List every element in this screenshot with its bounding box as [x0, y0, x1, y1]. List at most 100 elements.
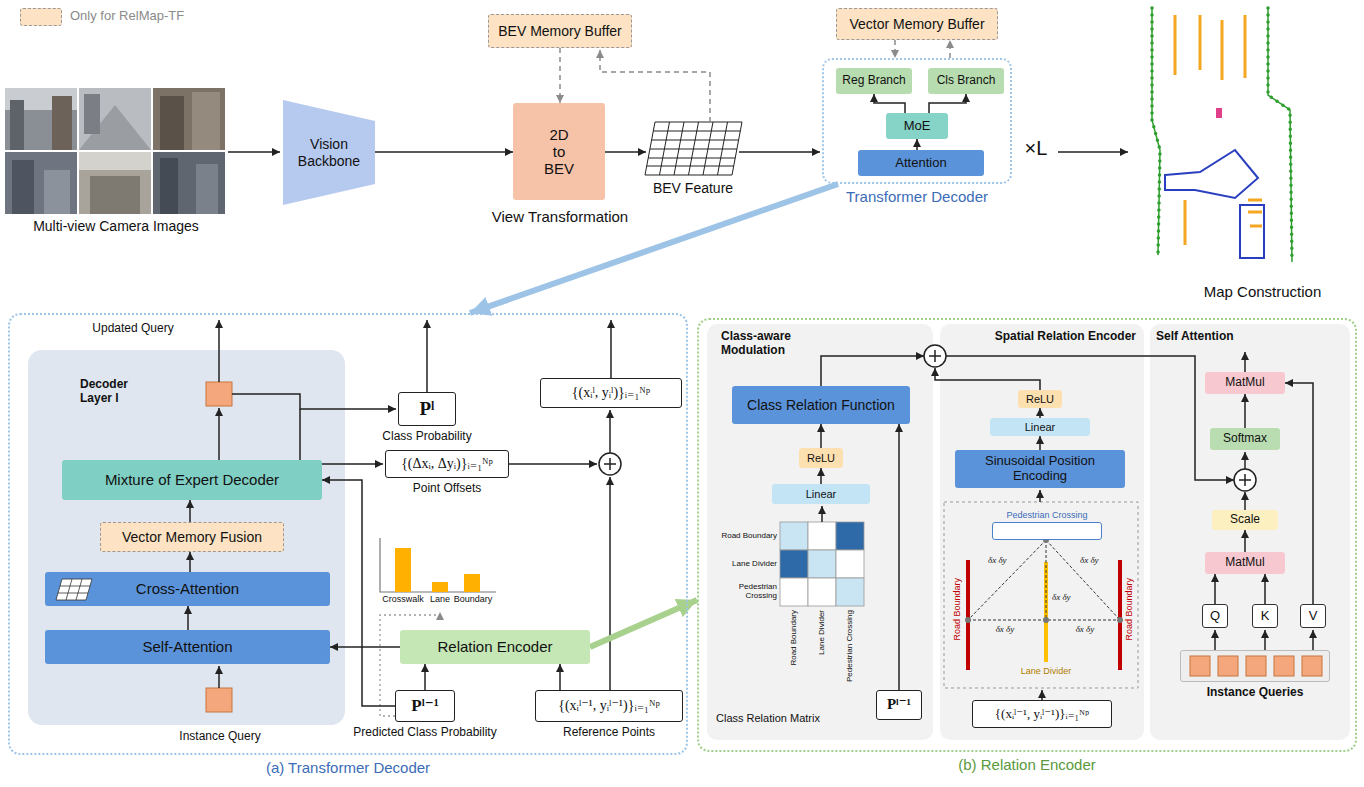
label-text: BEV Memory Buffer	[498, 23, 621, 39]
node-fill	[1180, 650, 1330, 682]
connector	[820, 468, 822, 484]
connector	[1214, 574, 1216, 604]
offset-label: δx δy	[1070, 624, 1100, 634]
bev-icon	[56, 579, 92, 600]
text-cell: Mixture of Expert Decoder	[62, 460, 322, 500]
road-map	[1268, 8, 1292, 262]
text-cell: ReLU	[1018, 390, 1062, 408]
road-map	[1175, 15, 1262, 245]
label-text: {(xᵢˡ⁻¹, yᵢˡ⁻¹)}ᵢ₌₁ᴺᵖ	[995, 707, 1089, 722]
connector	[916, 139, 918, 150]
heading-text: Class-aware Modulation	[721, 330, 813, 358]
node-fill	[940, 324, 1144, 740]
label-text: Attention	[895, 156, 946, 171]
text-cell: Self-Attention	[45, 630, 330, 664]
text-cell: Softmax	[1210, 428, 1280, 450]
offset-label: δx δy	[1052, 592, 1082, 602]
matrix-row-label: Pedestrian Crossing	[715, 582, 777, 600]
camera-images	[79, 152, 151, 214]
offset-label: δx δy	[988, 555, 1018, 565]
branch-box: Reg Branch	[836, 68, 912, 94]
caption-text: (a) Transformer Decoder	[8, 759, 688, 776]
probability-box: Pˡ⁻¹Predicted Class Probability	[395, 690, 455, 722]
label-text: K	[1261, 609, 1270, 624]
connector	[590, 600, 697, 647]
linear-box: Linear	[990, 418, 1090, 436]
figure-label: Multi-view Camera Images	[5, 218, 227, 234]
label-text: Linear	[806, 488, 837, 501]
caption-text: Point Offsets	[347, 482, 547, 496]
spatial-illustration	[1043, 617, 1049, 623]
query-row-squares	[1218, 656, 1238, 676]
sub-panel: Self AttentionMatMulSoftmaxScaleMatMulQK…	[1150, 324, 1350, 740]
crossing-box: Pedestrian Crossing	[992, 522, 1102, 540]
moe-decoder-box: Mixture of Expert Decoder	[62, 460, 322, 500]
sum-symbol	[1239, 474, 1251, 486]
probability-box: Pˡ⁻¹	[876, 690, 922, 720]
label-text: Softmax	[1223, 432, 1267, 446]
text-cell: Vector Memory Fusion	[100, 522, 284, 552]
figure-label: Class Relation Matrix	[716, 712, 866, 725]
attention-box: Self-Attention	[45, 630, 330, 664]
class-relation-matrix	[808, 550, 836, 578]
matrix-row-label: Road Boundary	[715, 531, 777, 540]
memory-buffer: BEV Memory Buffer	[488, 14, 632, 48]
label-text: ReLU	[807, 452, 835, 465]
camera-images	[79, 152, 151, 170]
query-row-squares	[1190, 656, 1322, 676]
bar-label: Crosswalk	[381, 594, 425, 604]
bev-icon	[58, 579, 90, 600]
query-square	[206, 688, 232, 712]
figure-label: View Transformation	[478, 208, 642, 225]
flow-arrow	[1244, 492, 1246, 510]
road-map	[1152, 8, 1160, 255]
sum-symbol	[604, 458, 616, 470]
flow-arrow	[218, 666, 220, 688]
camera-images	[192, 92, 220, 150]
relu-box: ReLU	[1018, 390, 1062, 408]
text-cell: Cls Branch	[928, 68, 1004, 94]
connector	[820, 424, 822, 448]
flow-arrow	[300, 409, 383, 464]
attention-box: Attention	[858, 150, 984, 176]
camera-images	[44, 170, 70, 214]
road-map	[1152, 8, 1292, 262]
sum-symbol	[924, 345, 946, 367]
text-cell: Vision Backbone	[283, 100, 375, 205]
signal-label: Instance Query	[150, 730, 290, 744]
caption-text: Instance Queries	[1180, 686, 1330, 700]
camera-images	[5, 88, 77, 150]
query-row-squares	[1246, 656, 1266, 676]
caption-text: Reference Points	[509, 726, 709, 740]
qkv-box: Q	[1202, 604, 1228, 628]
connector	[1285, 383, 1313, 604]
text-cell: K	[1252, 604, 1278, 628]
spatial-illustration	[1117, 617, 1123, 623]
label-text: {(xᵢˡ⁻¹, yᵢˡ⁻¹)}ᵢ₌₁ᴺᵖ	[558, 698, 660, 714]
caption-text: (b) Relation Encoder	[697, 756, 1357, 773]
point-set-box: {(xᵢˡ⁻¹, yᵢˡ⁻¹)}ᵢ₌₁ᴺᵖ	[972, 700, 1112, 728]
connector	[894, 40, 896, 58]
camera-images	[5, 88, 225, 214]
node-fill	[707, 324, 933, 740]
spatial-illustration	[944, 502, 1138, 688]
camera-images	[12, 160, 34, 214]
camera-images	[196, 164, 218, 214]
connector	[898, 424, 900, 690]
connector	[322, 480, 395, 706]
text-cell: Linear	[772, 484, 870, 504]
legend-text: Only for RelMap-TF	[70, 9, 184, 24]
spatial-illustration	[968, 540, 1120, 620]
text-cell: V	[1300, 604, 1326, 628]
bar-chart	[395, 548, 411, 592]
flow-arrow	[1264, 630, 1266, 650]
connector	[424, 664, 426, 690]
label-text: Self-Attention	[142, 638, 232, 655]
flow-arrow	[1244, 352, 1246, 372]
offset-label: δx δy	[1080, 555, 1110, 565]
qkv-box: V	[1300, 604, 1326, 628]
class-relation-matrix	[780, 522, 864, 606]
class-relation-matrix	[808, 578, 836, 606]
text-cell: {(Δxᵢ, Δyᵢ)}ᵢ₌₁ᴺᵖ	[385, 450, 509, 478]
